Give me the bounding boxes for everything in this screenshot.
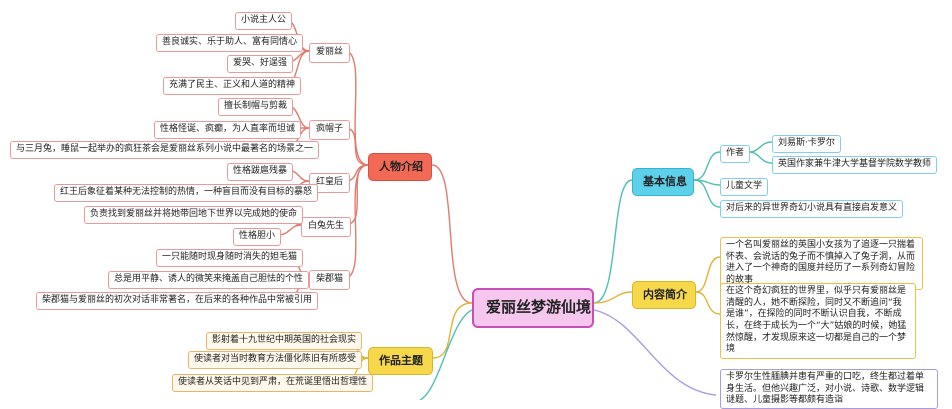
edge-content-1	[695, 256, 721, 293]
alice-trait-4[interactable]: 充满了民主、正义和人道的精神	[163, 77, 302, 95]
character-alice[interactable]: 爱丽丝	[309, 43, 351, 63]
hatter-trait-1[interactable]: 擅长制帽与剪裁	[218, 98, 294, 116]
character-hatter[interactable]: 疯帽子	[309, 120, 351, 140]
edge-root-characters	[431, 164, 473, 304]
character-white-rabbit[interactable]: 白兔先生	[301, 217, 352, 237]
info-influence[interactable]: 对后来的异世界奇幻小说具有直接启发意义	[720, 200, 904, 218]
edge-characters-cat	[344, 164, 369, 279]
hatter-trait-3[interactable]: 与三月兔，睡鼠一起举办的疯狂茶会是爱丽丝系列小说中最著名的场景之一	[10, 141, 320, 159]
branch-theme[interactable]: 作品主题	[368, 347, 433, 376]
edge-root-info	[593, 179, 633, 304]
alice-trait-2[interactable]: 善良诚实、乐于助人、富有同情心	[156, 34, 304, 52]
edge-characters-alice	[344, 50, 369, 166]
cat-trait-3[interactable]: 柴郡猫与爱丽丝的初次对话非常著名，在后来的各种作品中常被引用	[36, 292, 319, 310]
branch-info[interactable]: 基本信息	[632, 168, 694, 197]
root-node[interactable]: 爱丽丝梦游仙境	[472, 288, 594, 328]
edge-root-bio	[593, 309, 717, 396]
content-summary-1[interactable]: 一个名叫爱丽丝的英国小女孩为了追逐一只揣着怀表、会说话的兔子而不慎掉入了兔子洞，…	[720, 237, 923, 290]
content-summary-2[interactable]: 在这个奇幻疯狂的世界里，似乎只有爱丽丝是清醒的人，她不断探险，同时又不断追问“我…	[720, 283, 916, 360]
theme-item-2[interactable]: 使读者对当时教育方法僵化陈旧有所感受	[188, 351, 363, 369]
rabbit-trait-1[interactable]: 负责找到爱丽丝并将她带回地下世界以完成她的使命	[84, 206, 304, 224]
info-author-name[interactable]: 刘易斯·卡罗尔	[772, 135, 841, 153]
rabbit-trait-2[interactable]: 性格胆小	[233, 228, 282, 246]
info-author-label[interactable]: 作者	[720, 145, 751, 163]
cat-trait-2[interactable]: 总是用平静、诱人的微笑来掩盖自己胆怯的个性	[108, 271, 310, 289]
character-red-queen[interactable]: 红皇后	[309, 173, 351, 193]
edge-rabbit-2	[277, 224, 302, 236]
edge-info-author	[693, 151, 721, 181]
alice-trait-1[interactable]: 小说主人公	[235, 12, 293, 30]
edge-root-content	[593, 291, 633, 304]
edge-author-name	[748, 141, 773, 153]
branch-content[interactable]: 内容简介	[632, 281, 696, 310]
theme-item-1[interactable]: 影射着十九世纪中期英国的社会现实	[206, 332, 363, 350]
alice-trait-3[interactable]: 爱哭、好逞强	[227, 55, 294, 73]
hatter-trait-2[interactable]: 性格怪诞、疯癫，为人直率而坦诚	[154, 121, 302, 139]
edge-root-theme-lower	[419, 309, 473, 400]
branch-characters[interactable]: 人物介绍	[368, 153, 432, 182]
edge-content-2	[695, 291, 721, 315]
edge-root-theme	[432, 302, 473, 359]
info-author-job[interactable]: 英国作家兼牛津大学基督学院数学教师	[772, 156, 938, 174]
red-queen-trait-1[interactable]: 性格跋扈残暴	[227, 163, 294, 181]
cat-trait-1[interactable]: 一只能随时现身随时消失的妲毛猫	[156, 249, 304, 267]
edge-author-job	[748, 151, 773, 164]
info-genre[interactable]: 儿童文学	[720, 178, 769, 196]
edge-info-influence	[693, 179, 721, 208]
theme-item-3[interactable]: 使读者从笑话中见到严肃，在荒诞里悟出哲理性	[172, 374, 374, 392]
red-queen-trait-2[interactable]: 红王后象征着某种无法控制的热情，一种盲目而没有目标的暴怒	[54, 184, 319, 202]
character-cheshire-cat[interactable]: 柴郡猫	[309, 270, 351, 290]
author-bio[interactable]: 卡罗尔生性腼腆并患有严重的口吃，终生都过着单身生活。但他兴趣广泛，对小说、诗歌、…	[720, 369, 938, 409]
